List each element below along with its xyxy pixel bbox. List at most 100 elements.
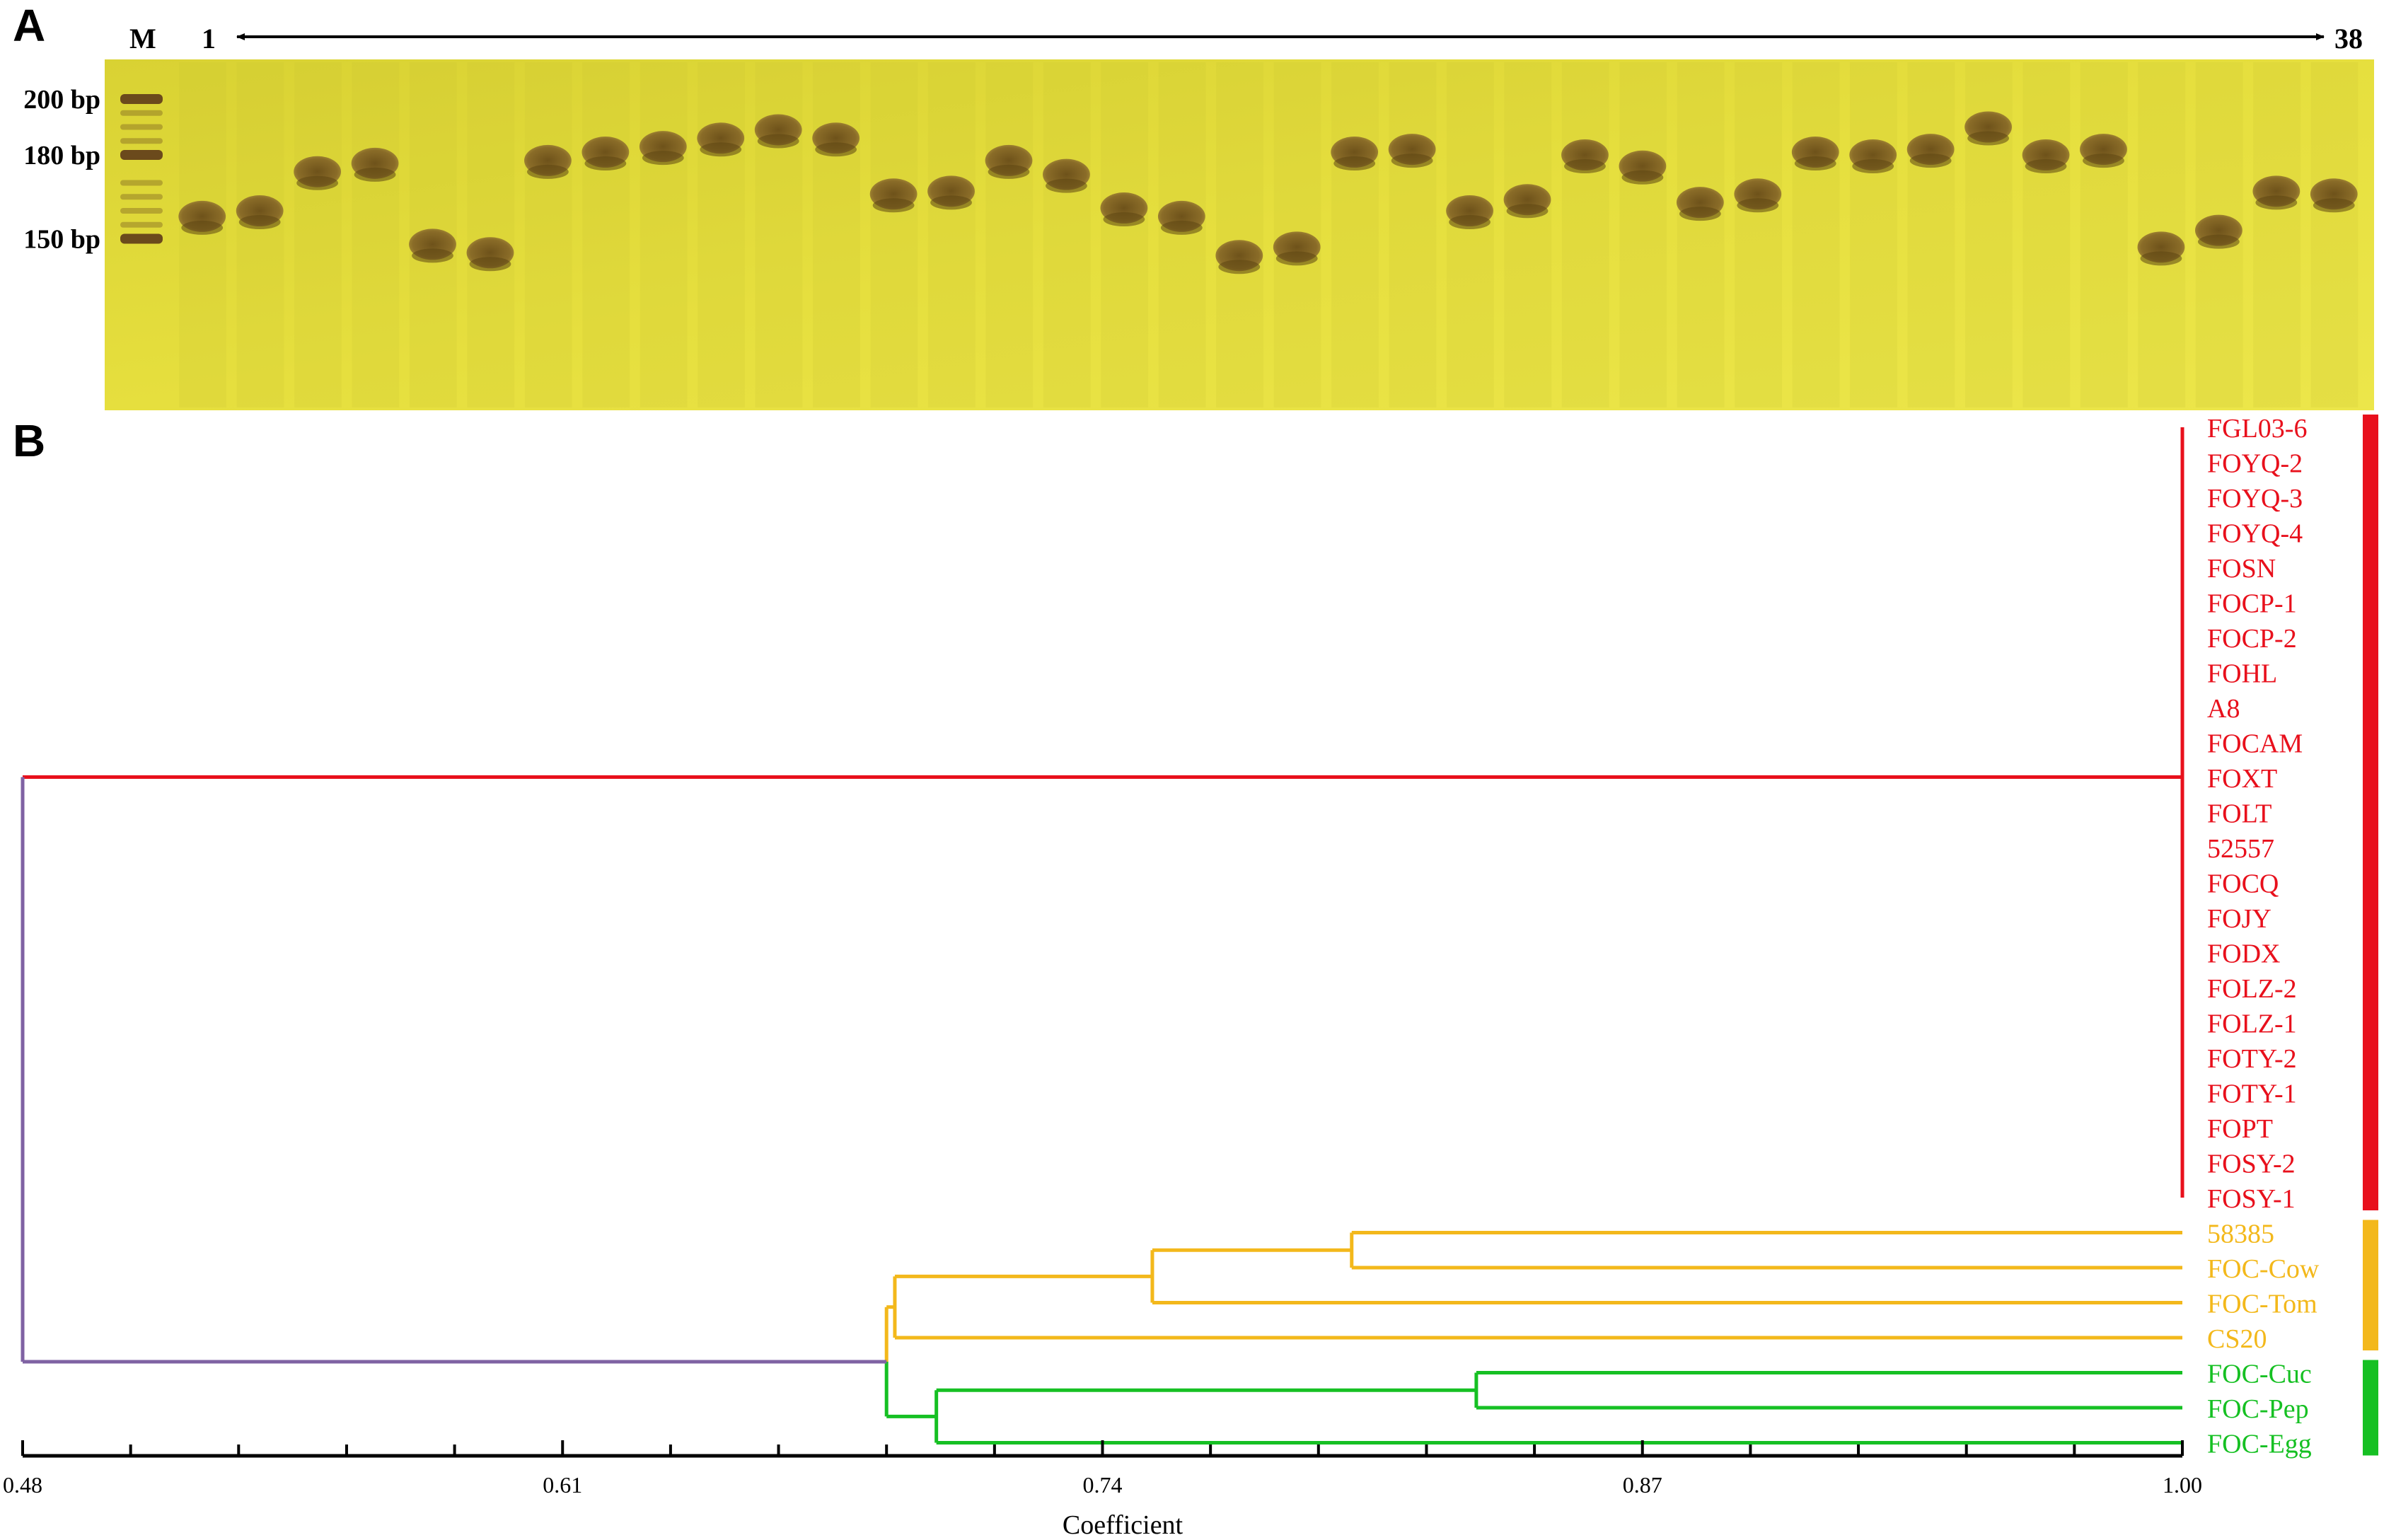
leaf-label: FOLZ-2 <box>2207 974 2297 1004</box>
sample-band <box>1964 111 2012 146</box>
sample-band <box>1157 200 1205 235</box>
gel-lane <box>2080 62 2128 407</box>
marker-band-faint <box>120 221 163 228</box>
gel-lane <box>1101 62 1149 407</box>
panel-b-letter: B <box>13 415 45 466</box>
marker-band <box>120 94 163 104</box>
dendrogram-branches <box>21 427 2184 1445</box>
leaf-label: FOCQ <box>2207 869 2279 899</box>
sample-band <box>294 156 342 190</box>
leaf-label: FOC-Cow <box>2207 1254 2320 1284</box>
sample-band <box>236 195 284 229</box>
sample-band <box>1791 137 1839 171</box>
axis-tick-label: 1.00 <box>2163 1472 2202 1498</box>
sample-band <box>1331 137 1379 171</box>
size-marker-label: 200 bp <box>23 85 100 115</box>
gel-lane <box>524 62 572 407</box>
sample-band <box>2022 139 2070 173</box>
leaf-label: FOC-Pep <box>2207 1394 2309 1424</box>
branch-y1 <box>1350 1231 2182 1270</box>
gel-lane <box>1907 62 1955 407</box>
gel-lane <box>236 62 284 407</box>
sample-band <box>1043 158 1090 193</box>
marker-band-faint <box>120 110 163 116</box>
gel-lane <box>467 62 515 407</box>
gel-lane <box>179 62 226 407</box>
group-bar <box>2363 1360 2378 1456</box>
marker-band-faint <box>120 194 163 200</box>
sample-band <box>1849 139 1897 173</box>
leaf-label: FOPT <box>2207 1114 2273 1144</box>
sample-band <box>2310 178 2358 213</box>
leaf-label: FOYQ-3 <box>2207 484 2303 514</box>
gel-lane <box>1043 62 1091 407</box>
sample-band <box>351 147 399 182</box>
gel-lane <box>813 62 860 407</box>
leaf-label: FOLT <box>2207 799 2272 829</box>
sample-band <box>2137 231 2185 266</box>
leaf-label: FOHL <box>2207 659 2277 689</box>
gel-lane <box>1446 62 1494 407</box>
gel-lane <box>582 62 630 407</box>
leaf-label: FOCP-2 <box>2207 624 2297 654</box>
leaf-label: CS20 <box>2207 1324 2267 1354</box>
sample-band <box>1215 240 1263 274</box>
sample-band <box>927 175 975 210</box>
leaf-label: FOYQ-4 <box>2207 519 2303 549</box>
axis-title: Coefficient <box>1063 1510 1183 1540</box>
gel-lane <box>1792 62 1840 407</box>
sample-band <box>1676 187 1724 221</box>
leaf-label: FOC-Cuc <box>2207 1360 2312 1389</box>
group-bar <box>2363 1220 2378 1350</box>
leaf-label: FOCP-1 <box>2207 589 2297 619</box>
marker-band <box>120 150 163 160</box>
sample-band <box>581 137 630 171</box>
marker-lane-label: M <box>129 23 156 54</box>
marker-band <box>120 233 163 244</box>
sample-band <box>812 122 860 157</box>
gel-lanes <box>120 62 2359 407</box>
sample-band <box>524 144 572 179</box>
branch-root <box>21 775 2182 1364</box>
sample-band <box>1100 192 1148 227</box>
sample-band <box>869 178 918 213</box>
sample-band <box>178 200 226 235</box>
gel-lane <box>1677 62 1725 407</box>
first-lane-label: 1 <box>202 23 216 54</box>
branch-y3 <box>893 1274 2182 1340</box>
gel-lane <box>985 62 1034 407</box>
panel-a-letter: A <box>13 0 45 51</box>
leaf-label: FOTY-1 <box>2207 1079 2297 1109</box>
sample-band <box>1906 134 1955 168</box>
gel-lane <box>755 62 803 407</box>
sample-band <box>409 228 456 263</box>
branch-yg <box>884 1305 937 1418</box>
leaf-label: FOC-Egg <box>2207 1430 2312 1459</box>
sample-band <box>2080 134 2127 168</box>
marker-band-faint <box>120 208 163 214</box>
gel-lane <box>2022 62 2071 407</box>
sample-band <box>1273 231 1321 266</box>
axis-tick-label: 0.87 <box>1623 1472 1662 1498</box>
leaf-labels: 5255758385FGL03-6FOYQ-2FOYQ-3FOYQ-4FOSNF… <box>2207 414 2320 1459</box>
gel-lane <box>1389 62 1437 407</box>
gel-lane <box>294 62 342 407</box>
axis-tick-label: 0.74 <box>1083 1472 1123 1498</box>
leaf-label: FGL03-6 <box>2207 414 2307 444</box>
branch-g2 <box>934 1388 2182 1445</box>
gel-lane <box>1561 62 1609 407</box>
gel-lane <box>1619 62 1667 407</box>
marker-band-faint <box>120 138 163 144</box>
leaf-label: FOSN <box>2207 554 2276 584</box>
leaf-label: FOXT <box>2207 764 2277 794</box>
gel-lane <box>1850 62 1897 407</box>
sample-band <box>697 122 745 157</box>
axis-tick-label: 0.48 <box>3 1472 42 1498</box>
panel-b-dendrogram: B 5255758385FGL03-6FOYQ-2FOYQ-3FOYQ-4FOS… <box>3 414 2378 1540</box>
last-lane-label: 38 <box>2334 23 2363 54</box>
branch-g1 <box>1474 1371 2182 1410</box>
size-marker-label: 180 bp <box>23 141 100 170</box>
